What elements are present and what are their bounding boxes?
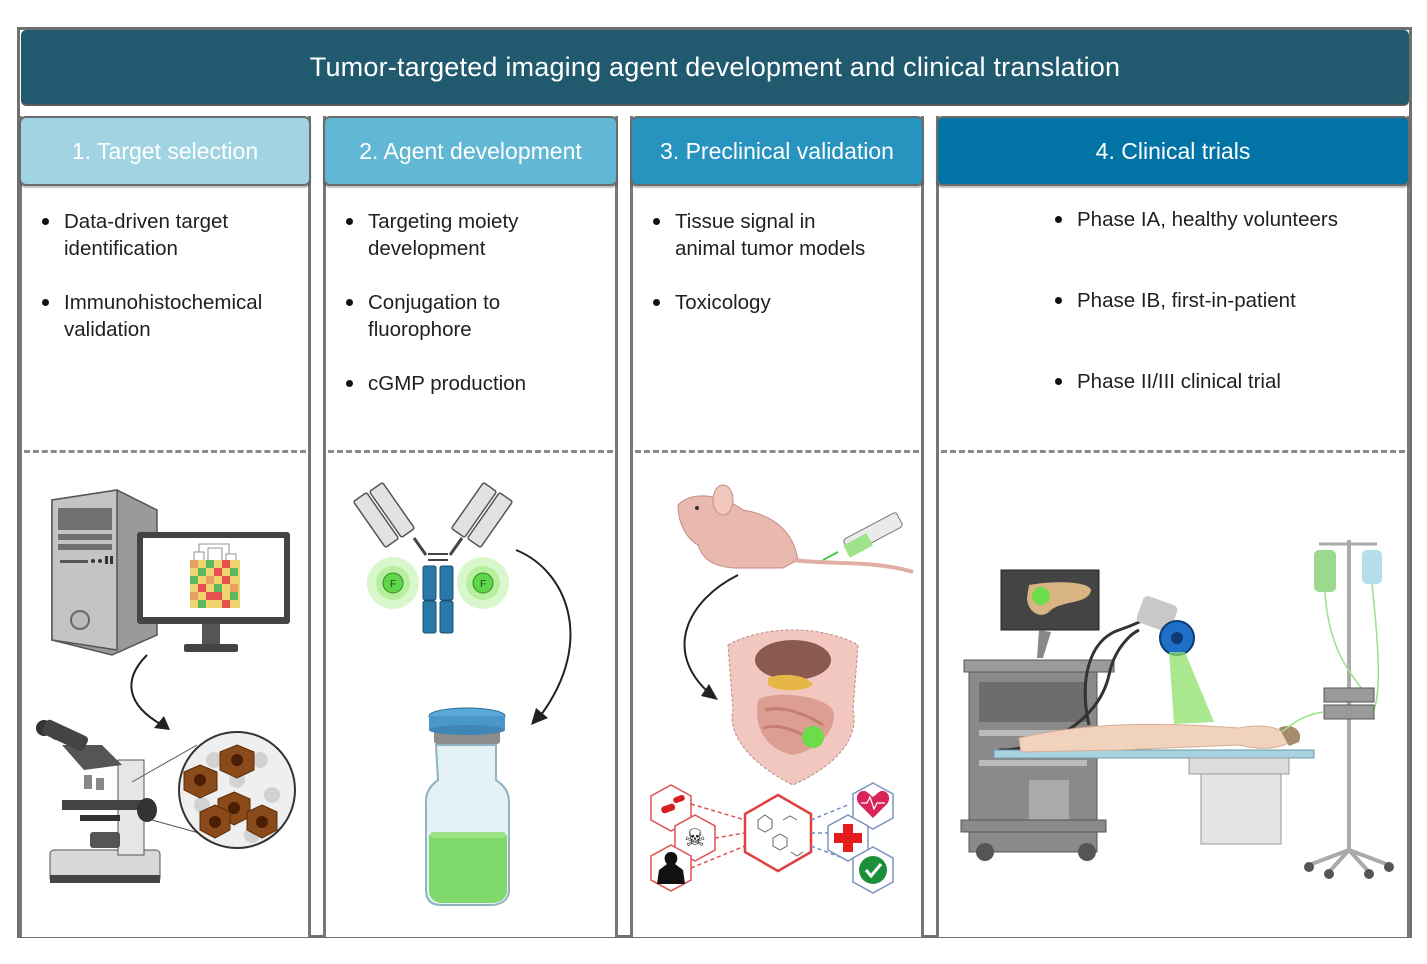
section-divider: [328, 450, 613, 453]
curved-arrow-icon: [130, 654, 170, 730]
bullet-item: Data-driven target identification: [22, 208, 272, 262]
section-divider: [941, 450, 1405, 453]
curved-arrow-icon: [515, 549, 572, 725]
bullet-item: Tissue signal in animal tumor models: [633, 208, 878, 262]
panel-target-selection: 1. Target selection Data-driven target i…: [19, 116, 311, 937]
syringe-icon: [822, 512, 903, 561]
illustration-clinical-trials: [939, 460, 1407, 937]
bullet-item: Immunohistochemical validation: [22, 289, 308, 343]
bullet-item: Targeting moiety development: [326, 208, 546, 262]
stage-header-4: 4. Clinical trials: [936, 116, 1410, 186]
monitor-heatmap-icon: [137, 532, 290, 652]
curved-arrow-icon: [683, 574, 739, 700]
section-divider: [635, 450, 919, 453]
illustration-agent-development: F F: [326, 460, 615, 937]
toxicology-hexagons-icon: ☠: [650, 782, 894, 894]
bullet-item: Phase IB, first-in-patient: [1035, 287, 1407, 314]
bullet-item: Conjugation to fluorophore: [326, 289, 536, 343]
fluorescence-camera-icon: [998, 596, 1214, 752]
stage-header-3: 3. Preclinical validation: [630, 116, 924, 186]
stage-bullets: Targeting moiety development Conjugation…: [326, 208, 615, 397]
bullet-item: Toxicology: [633, 289, 921, 316]
vial-icon: [424, 707, 511, 906]
title-bar: Tumor-targeted imaging agent development…: [21, 30, 1409, 104]
panel-agent-development: 2. Agent development Targeting moiety de…: [323, 116, 618, 937]
diagram-title: Tumor-targeted imaging agent development…: [309, 51, 1121, 82]
panel-preclinical-validation: 3. Preclinical validation Tissue signal …: [630, 116, 924, 937]
ihc-tissue-icon: [131, 731, 296, 849]
antibody-icon: [353, 482, 513, 634]
stage-label: 3. Preclinical validation: [660, 137, 894, 164]
bullet-item: Phase II/III clinical trial: [1035, 368, 1407, 395]
bullet-item: Phase IA, healthy volunteers: [1035, 206, 1407, 233]
svg-text:F: F: [480, 579, 486, 590]
nude-mouse-icon: [677, 484, 914, 574]
stage-bullets: Tissue signal in animal tumor models Tox…: [633, 208, 921, 316]
stage-bullets: Phase IA, healthy volunteers Phase IB, f…: [1035, 206, 1407, 395]
computer-tower-icon: [51, 489, 158, 656]
svg-text:☠: ☠: [684, 824, 706, 852]
abdominal-organs-icon: [727, 629, 859, 786]
imaging-cart-icon: [960, 569, 1115, 861]
iv-pole-icon: [1280, 540, 1394, 879]
microscope-icon: [36, 719, 161, 883]
bullet-item: cGMP production: [326, 370, 615, 397]
illustration-preclinical-validation: ☠: [633, 460, 921, 937]
patient-on-table-icon: [993, 723, 1315, 845]
stage-label: 4. Clinical trials: [1095, 137, 1251, 164]
illustration-target-selection: [22, 460, 308, 937]
stage-label: 1. Target selection: [71, 137, 259, 164]
fluorophore-icon: F F: [367, 557, 509, 609]
stage-bullets: Data-driven target identification Immuno…: [22, 208, 308, 343]
stage-header-2: 2. Agent development: [323, 116, 618, 186]
section-divider: [24, 450, 306, 453]
panel-clinical-trials: 4. Clinical trials Phase IA, healthy vol…: [936, 116, 1410, 937]
stage-label: 2. Agent development: [359, 137, 582, 164]
stage-header-1: 1. Target selection: [19, 116, 311, 186]
svg-text:F: F: [390, 579, 396, 590]
